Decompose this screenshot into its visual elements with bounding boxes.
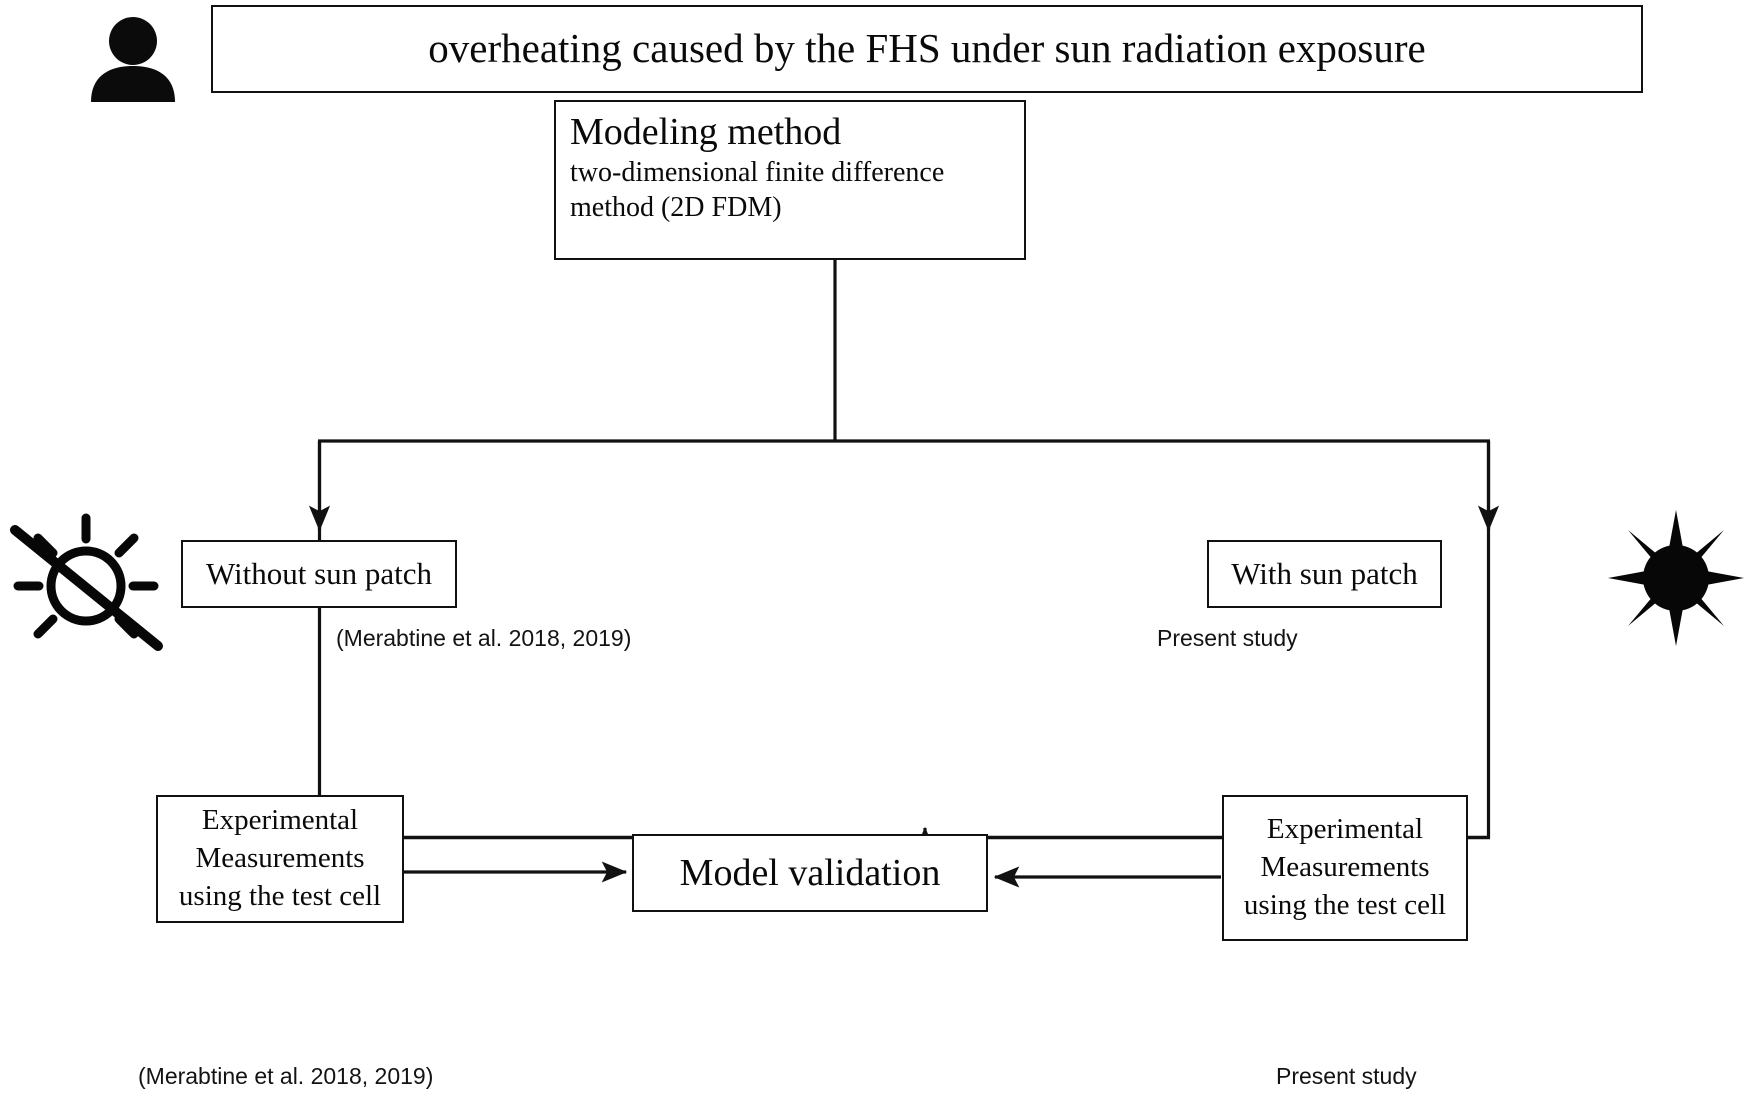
modeling-method-line2: method (2D FDM) <box>570 191 782 223</box>
with-sun-patch-label: With sun patch <box>1231 556 1418 591</box>
model-validation-box: Model validation <box>632 834 988 912</box>
caption-without-sun-patch-source: (Merabtine et al. 2018, 2019) <box>336 625 632 651</box>
page-title: overheating caused by the FHS under sun … <box>428 25 1426 72</box>
caption-experimental-right-source: Present study <box>1276 1063 1417 1089</box>
experimental-measurements-right-box: Experimental Measurements using the test… <box>1222 795 1468 941</box>
sun-icon <box>1606 508 1746 648</box>
modeling-method-heading: Modeling method <box>570 111 842 153</box>
experimental-measurements-left-box: Experimental Measurements using the test… <box>156 795 404 923</box>
caption-experimental-left-source: (Merabtine et al. 2018, 2019) <box>138 1063 434 1089</box>
exp-right-line2: Measurements <box>1260 851 1430 884</box>
modeling-method-line1: two-dimensional finite difference <box>570 156 945 188</box>
exp-left-line3: using the test cell <box>178 879 382 912</box>
no-sun-icon <box>8 506 164 654</box>
title-box: overheating caused by the FHS under sun … <box>211 5 1643 93</box>
exp-left-line1: Experimental <box>201 804 359 837</box>
exp-right-line1: Experimental <box>1266 813 1424 846</box>
without-sun-patch-label: Without sun patch <box>205 556 433 591</box>
person-icon <box>83 14 183 102</box>
with-sun-patch-box: With sun patch <box>1207 540 1442 608</box>
caption-with-sun-patch-source: Present study <box>1157 625 1298 651</box>
modeling-method-box: Modeling method two-dimensional finite d… <box>554 100 1026 260</box>
exp-left-line2: Measurements <box>195 842 365 875</box>
without-sun-patch-box: Without sun patch <box>181 540 457 608</box>
model-validation-label: Model validation <box>679 852 941 894</box>
exp-right-line3: using the test cell <box>1243 888 1447 921</box>
